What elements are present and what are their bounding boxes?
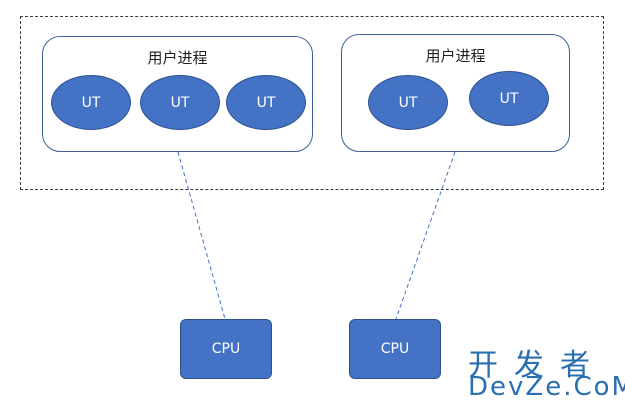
cpu-node-1: CPU: [180, 319, 272, 379]
user-thread-1-2: UT: [140, 75, 220, 130]
process-title-1: 用户进程: [147, 49, 208, 67]
user-thread-1-1: UT: [51, 75, 131, 130]
user-thread-2-2: UT: [469, 71, 549, 126]
user-thread-1-3: UT: [226, 75, 306, 130]
process-title-2: 用户进程: [425, 47, 486, 65]
user-space-boundary: [20, 16, 604, 190]
watermark-english: DevZe.CoM: [468, 372, 625, 402]
connector-process2-cpu2: [395, 151, 456, 320]
connector-process1-cpu1: [177, 151, 226, 320]
watermark-chinese: 开发者: [468, 348, 606, 383]
cpu-node-2: CPU: [349, 319, 441, 379]
user-thread-2-1: UT: [368, 75, 448, 130]
